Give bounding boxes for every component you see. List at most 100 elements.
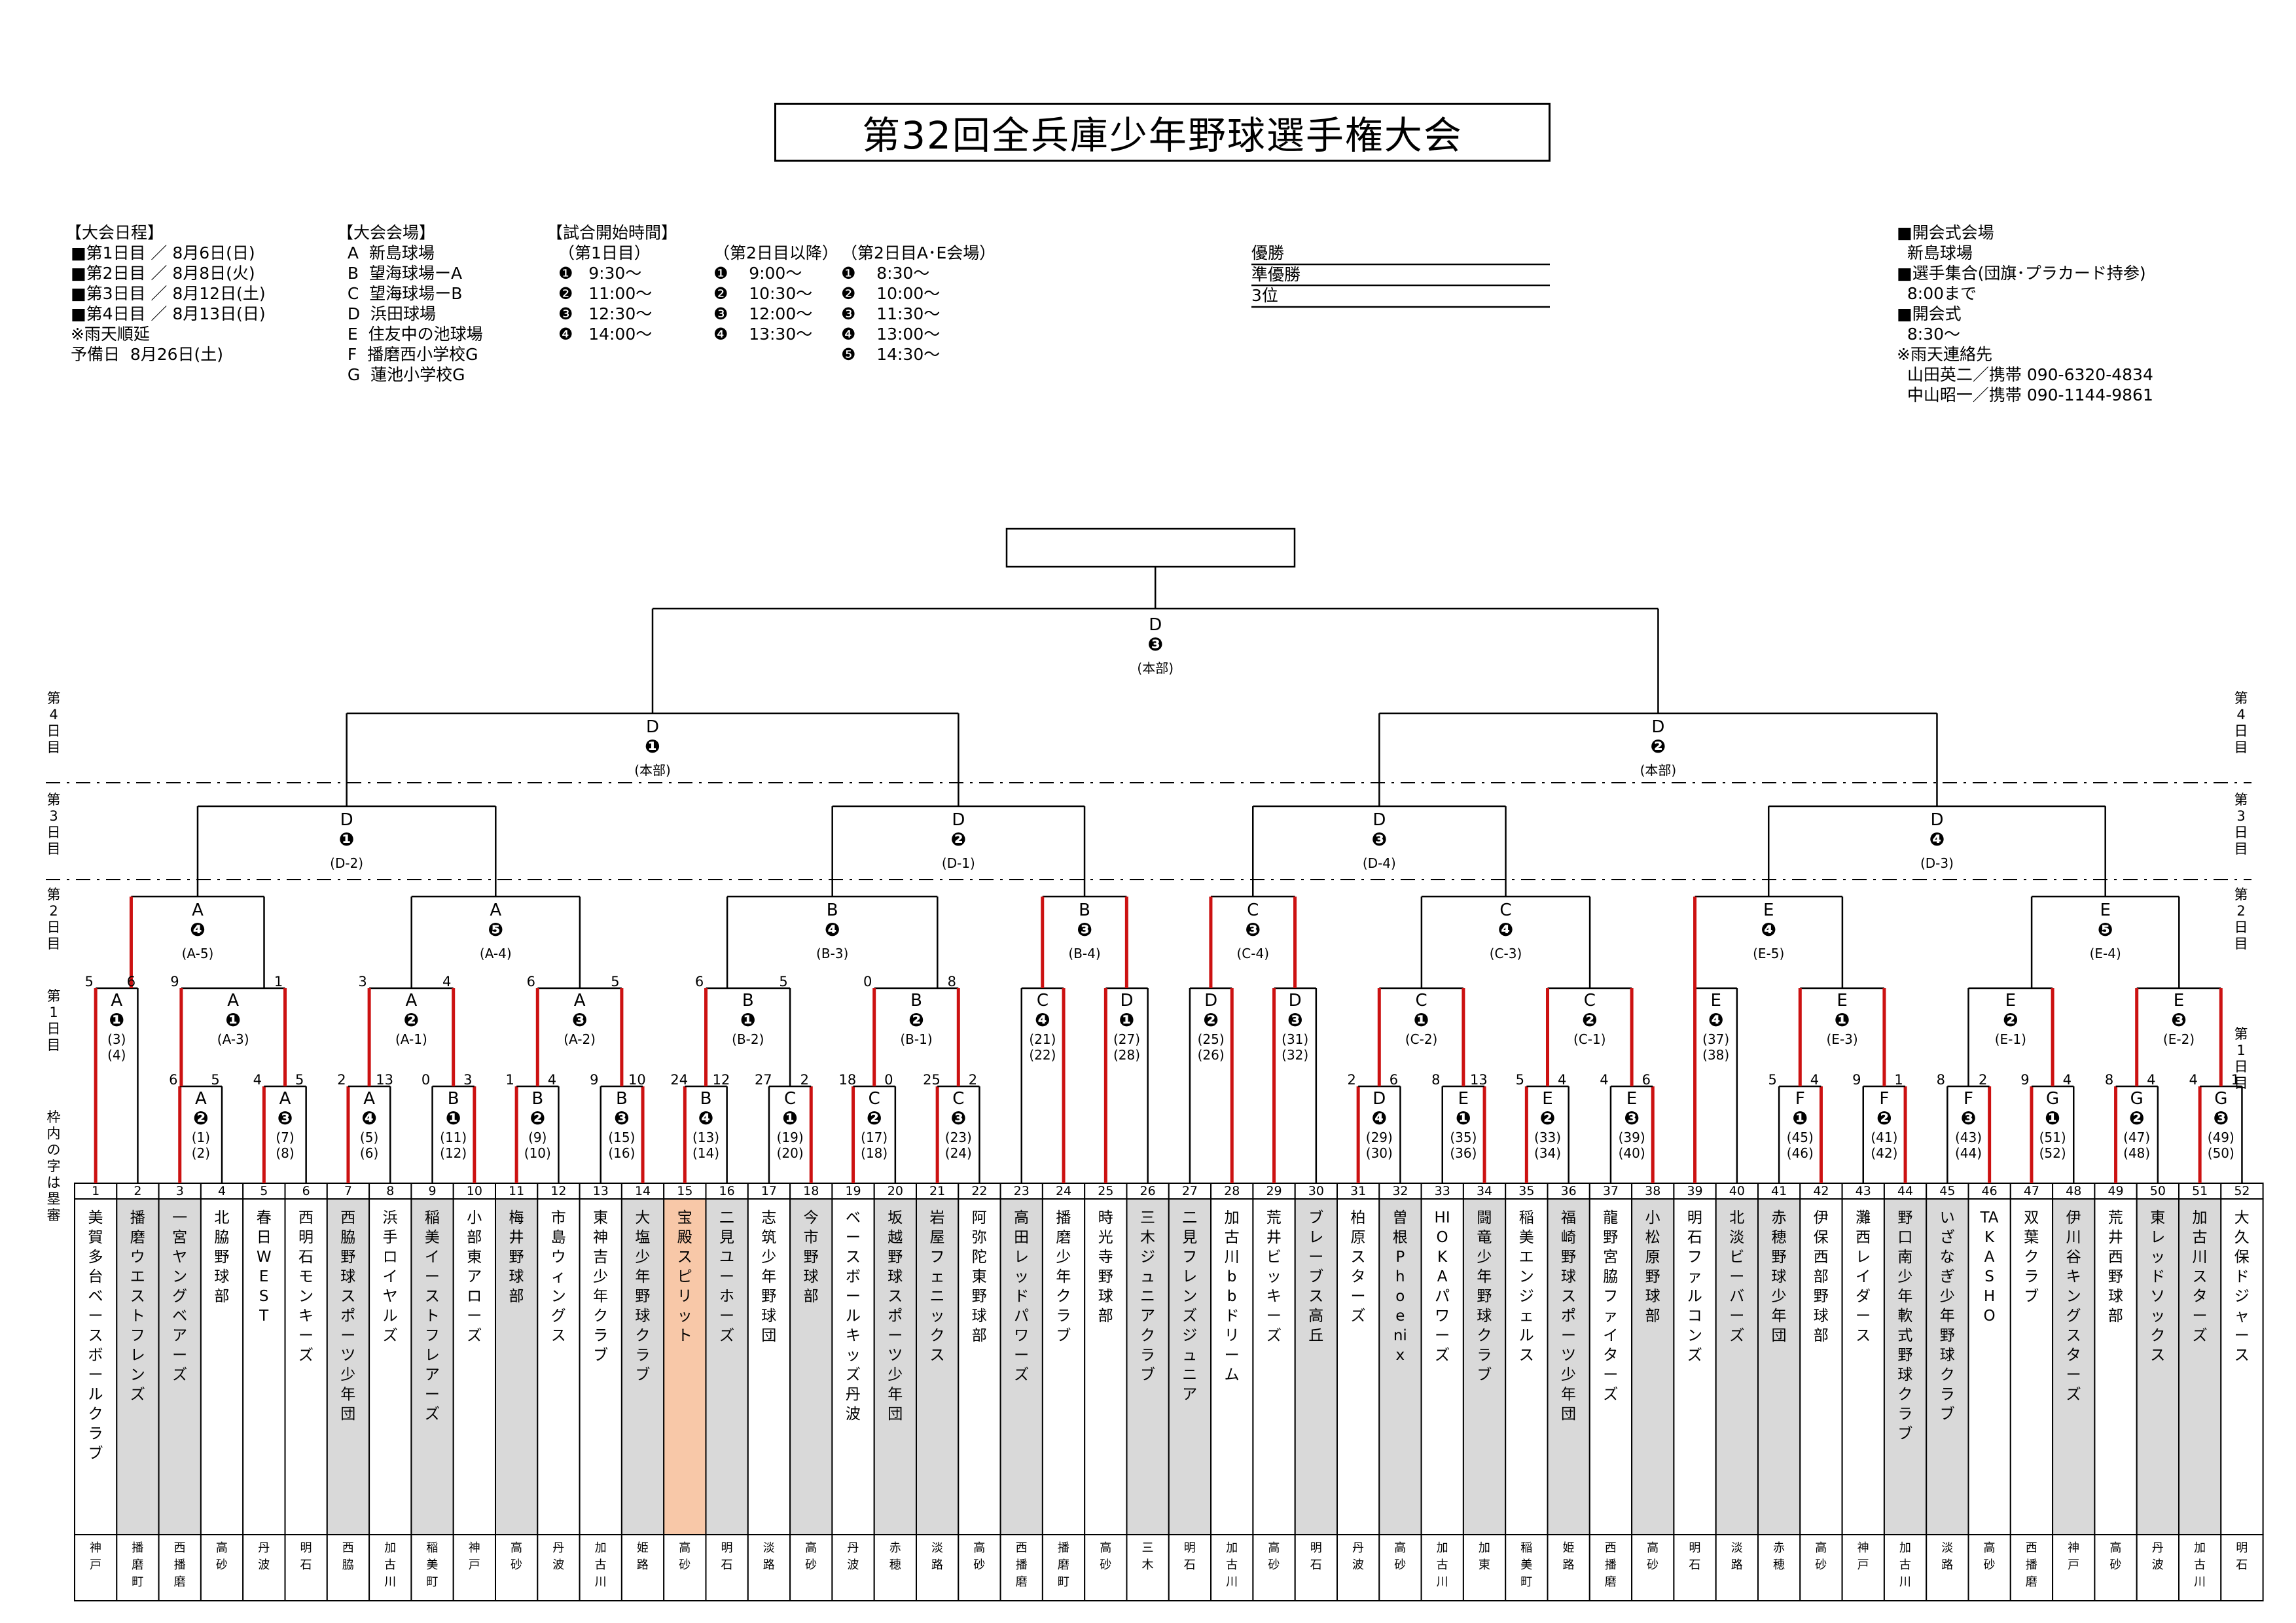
- team-name: ブレーブス高丘: [1308, 1209, 1324, 1344]
- times-title: 【試合開始時間】: [547, 223, 678, 242]
- score-label: 4: [2062, 1072, 2072, 1088]
- score-label: 8: [2104, 1072, 2114, 1088]
- match-slot: (11) (12): [440, 1130, 467, 1161]
- team-region-cell: [452, 1534, 497, 1601]
- score-label: 5: [84, 974, 94, 990]
- team-cell: [958, 1198, 1001, 1535]
- match-slot: (D-4): [1362, 855, 1396, 871]
- match-order: ❸: [1077, 919, 1092, 940]
- team-name: いざなぎ少年野球クラブ: [1939, 1209, 1955, 1423]
- match-venue: C: [952, 1089, 965, 1109]
- match-slot: (29) (30): [1365, 1130, 1393, 1161]
- match-slot: (47) (48): [2123, 1130, 2151, 1161]
- match-slot: (9) (10): [524, 1130, 551, 1161]
- team-region: 神戸: [1857, 1541, 1869, 1572]
- team-name: 二見フレンズジュニア: [1182, 1209, 1198, 1403]
- team-name: 双葉クラブ: [2024, 1209, 2039, 1305]
- team-cell: [2094, 1198, 2138, 1535]
- score-label: 0: [421, 1072, 431, 1088]
- score-label: 25: [923, 1072, 941, 1088]
- team-number: 19: [845, 1184, 861, 1198]
- score-label: 1: [505, 1072, 514, 1088]
- match-venue: E: [1458, 1089, 1469, 1109]
- match-slot: (35) (36): [1450, 1130, 1477, 1161]
- match-order: ❹: [190, 919, 206, 940]
- team-number: 36: [1560, 1184, 1577, 1198]
- team-name: 灘西レイダース: [1856, 1209, 1871, 1344]
- score-label: 1: [274, 974, 283, 990]
- match-venue: C: [784, 1089, 797, 1109]
- team-region: 加古川: [594, 1541, 607, 1589]
- match-slot: (45) (46): [1786, 1130, 1814, 1161]
- team-name: 伊川谷キングスターズ: [2066, 1209, 2081, 1403]
- match-order: ❸: [2171, 1009, 2187, 1031]
- team-name: 加古川スターズ: [2192, 1209, 2208, 1344]
- match-slot: (17) (18): [861, 1130, 888, 1161]
- match-order: ❶: [109, 1009, 125, 1031]
- team-number: 12: [550, 1184, 567, 1198]
- score-label: 8: [947, 974, 956, 990]
- score-label: 2: [1978, 1072, 1988, 1088]
- score-label: 6: [694, 974, 704, 990]
- team-name: 播磨少年クラブ: [1056, 1209, 1071, 1344]
- match-order: ❸: [571, 1009, 588, 1031]
- team-name: 美賀多台ベースボールクラブ: [88, 1209, 103, 1462]
- team-region: 西脇: [342, 1541, 354, 1572]
- team-name: 明石ファルコンズ: [1687, 1209, 1702, 1364]
- team-region: 丹波: [1352, 1541, 1364, 1572]
- score-label: 6: [169, 1072, 178, 1088]
- team-region-cell: [368, 1534, 412, 1601]
- team-name: HIOKAパワーズ: [1434, 1209, 1450, 1364]
- score-label: 6: [1389, 1072, 1399, 1088]
- team-region-cell: [1378, 1534, 1422, 1601]
- team-number: 50: [2149, 1184, 2166, 1198]
- match-venue: B: [447, 1089, 459, 1109]
- team-cell: [1631, 1198, 1675, 1535]
- team-name: 小松原野球部: [1645, 1209, 1660, 1325]
- team-number: 33: [1434, 1184, 1450, 1198]
- team-number: 35: [1518, 1184, 1535, 1198]
- match-venue: E: [1710, 991, 1721, 1010]
- match-venue: D: [1149, 615, 1162, 635]
- match-slot: (27) (28): [1113, 1031, 1141, 1063]
- team-number: 29: [1266, 1184, 1282, 1198]
- team-cell: [410, 1198, 454, 1535]
- team-region-cell: [1673, 1534, 1717, 1601]
- team-region: 高砂: [1647, 1541, 1659, 1572]
- team-region: 淡路: [1731, 1541, 1743, 1572]
- score-label: 6: [126, 974, 136, 990]
- team-region-cell: [1252, 1534, 1296, 1601]
- team-name: 野口南少年軟式野球クラブ: [1897, 1209, 1913, 1442]
- team-region: 西播磨: [1604, 1541, 1617, 1589]
- team-number: 44: [1897, 1184, 1914, 1198]
- team-number: 22: [971, 1184, 988, 1198]
- team-cell: [1420, 1198, 1464, 1535]
- team-cell: [705, 1198, 749, 1535]
- match-slot: (A-4): [479, 946, 512, 961]
- match-slot: (21) (22): [1029, 1031, 1056, 1063]
- team-region-cell: [1336, 1534, 1380, 1601]
- match-slot: (25) (26): [1197, 1031, 1225, 1063]
- team-number: 39: [1687, 1184, 1703, 1198]
- team-region-cell: [1715, 1534, 1759, 1601]
- score-label: 5: [1768, 1072, 1777, 1088]
- match-order: ❸: [1147, 633, 1164, 655]
- match-slot: (E-5): [1753, 946, 1785, 961]
- team-name: ベースボールキッズ丹波: [845, 1209, 861, 1423]
- team-region: 高砂: [2109, 1541, 2122, 1572]
- team-number: 40: [1729, 1184, 1745, 1198]
- team-name: 岩屋フェニックス: [929, 1209, 945, 1364]
- team-number: 10: [466, 1184, 482, 1198]
- team-region-cell: [1505, 1534, 1549, 1601]
- team-name: 稲美イーストフレアーズ: [424, 1209, 440, 1423]
- day-label: 第1日目: [2234, 1026, 2248, 1091]
- score-label: 2: [968, 1072, 978, 1088]
- team-region: 淡路: [762, 1541, 775, 1572]
- score-label: 27: [754, 1072, 772, 1088]
- team-region: 明石: [300, 1541, 312, 1572]
- match-venue: E: [1626, 1089, 1638, 1109]
- contact-info: ■開会式会場 新島球場 ■選手集合(団旗･プラカード持参) 8:00まで ■開会…: [1897, 223, 2153, 404]
- match-order: ❷: [1203, 1009, 1219, 1031]
